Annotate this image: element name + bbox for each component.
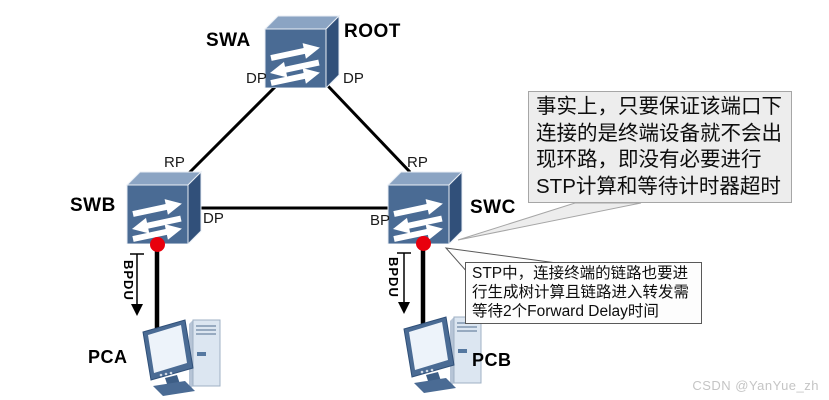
switch-icon-swa [263,14,341,88]
label-swb: SWB [70,195,116,216]
watermark: CSDN @YanYue_zh [692,378,819,393]
callout-2-line: 等待2个Forward Delay时间 [472,302,659,320]
bpdu-arrow-swc [397,252,411,314]
callout-box-2: STP中，连接终端的链路也要进 行生成树计算且链路进入转发需 等待2个Forwa… [465,262,702,325]
callout-2-line: STP中，连接终端的链路也要进 [472,265,689,282]
port-swc-top: RP [407,154,428,171]
callout-1-line: 事实上，只要保证该端口下 [536,95,782,118]
label-swc: SWC [470,197,516,218]
bpdu-arrow-swb [130,253,144,316]
port-swc-left: BP [370,212,391,229]
callout-2-line: 行生成树计算且链路进入转发需 [472,283,690,301]
callout-box-1: 事实上，只要保证该端口下 连接的是终端设备就不会出 现环路，即没有必要进行 ST… [528,91,792,203]
pc-icon-pca [137,314,229,396]
blocked-port-dot-swb [150,237,165,252]
label-root: ROOT [344,21,401,42]
callout-1-line: 连接的是终端设备就不会出 [536,121,782,145]
callout-1-tail [457,202,642,241]
bpdu-label-swb: BPDU [121,260,136,301]
port-swb-right: DP [203,210,224,227]
link-swa-swc [326,84,412,174]
switch-icon-swc [386,170,464,244]
label-pcb: PCB [472,350,512,370]
callout-1-line: STP计算和等待计时器超时 [536,174,781,198]
port-swa-left: DP [246,70,267,87]
switch-icon-swb [125,170,203,244]
port-swb-top: RP [164,154,185,171]
callout-1-line: 现环路，即没有必要进行 [536,148,762,171]
port-swa-right: DP [343,70,364,87]
link-swa-swb [186,76,286,176]
bpdu-label-swc: BPDU [386,257,401,298]
blocked-port-dot-swc [416,236,431,251]
label-swa: SWA [206,30,251,51]
label-pca: PCA [88,347,128,367]
